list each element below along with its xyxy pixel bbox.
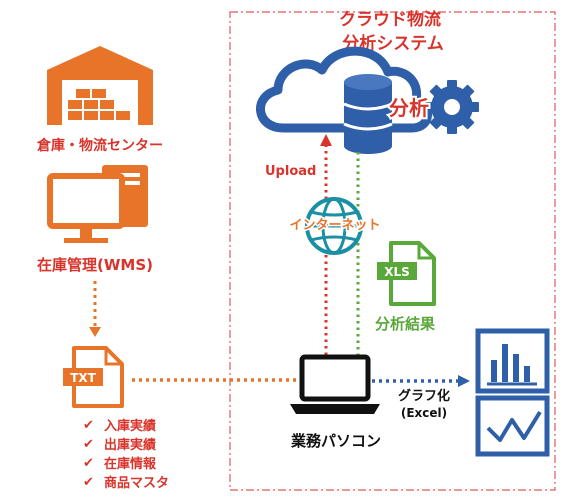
- graph-label-line1: グラフ化: [398, 388, 450, 404]
- analysis-label: 分析: [389, 96, 429, 120]
- globe-icon: [305, 197, 363, 255]
- graph-arrowhead: [458, 375, 470, 387]
- line-chart-icon: [475, 395, 550, 457]
- checklist-item: 商品マスタ: [104, 475, 169, 491]
- check-icon: ✔: [83, 475, 94, 490]
- desktop-computer-icon: [47, 165, 148, 243]
- database-icon: [343, 74, 393, 154]
- checklist-item: 入庫実績: [104, 418, 156, 434]
- upload-label: Upload: [265, 164, 316, 179]
- checklist-item: 出庫実績: [104, 437, 156, 453]
- xls-badge: XLS: [384, 265, 410, 279]
- result-label: 分析結果: [375, 315, 436, 333]
- warehouse-icon: [47, 46, 153, 125]
- bar-chart-icon: [475, 328, 550, 394]
- cloud-title-line1: クラウド物流: [339, 9, 441, 30]
- wms-label: 在庫管理(WMS): [37, 256, 153, 274]
- check-icon: ✔: [83, 456, 94, 471]
- gear-icon: [425, 80, 479, 134]
- upload-arrowhead: [320, 134, 332, 146]
- txt-badge: TXT: [70, 371, 96, 385]
- checklist-item: 在庫情報: [104, 456, 157, 472]
- internet-label: インターネット: [289, 218, 380, 233]
- check-icon: ✔: [83, 437, 94, 452]
- cloud-icon: [256, 46, 432, 133]
- laptop-label: 業務パソコン: [290, 432, 381, 450]
- laptop-icon: [290, 354, 380, 414]
- cloud-system: クラウド物流 分析システム 分析: [256, 9, 479, 154]
- checklist: ✔ 入庫実績 ✔ 出庫実績 ✔ 在庫情報 ✔ 商品マスタ: [83, 418, 169, 491]
- wms-to-txt-arrowhead: [89, 327, 101, 337]
- document-icon: [63, 346, 124, 408]
- graph-label-line2: (Excel): [401, 406, 447, 420]
- check-icon: ✔: [83, 418, 94, 433]
- warehouse-label: 倉庫・物流センター: [36, 137, 163, 154]
- xls-document-icon: [377, 241, 436, 306]
- cloud-boundary: [229, 11, 556, 491]
